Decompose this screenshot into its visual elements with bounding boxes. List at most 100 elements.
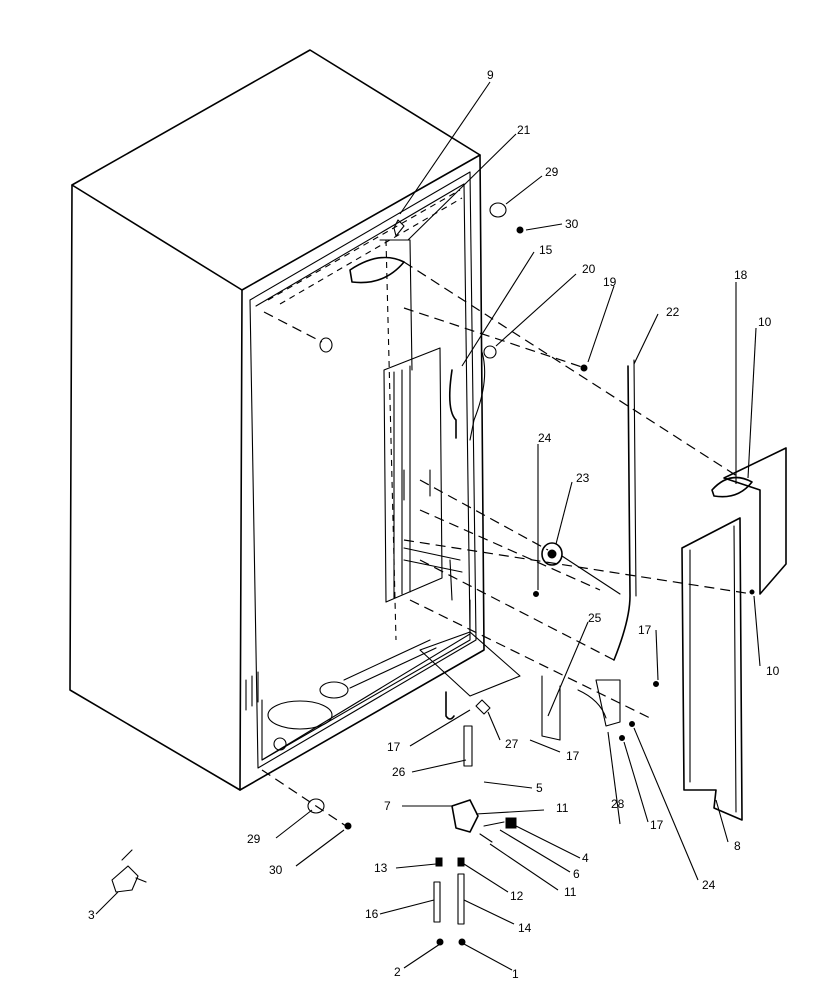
proj-23 [419, 479, 549, 551]
callout-16: 16 [365, 907, 379, 921]
evaporator-assembly [319, 219, 521, 697]
proj-30 [261, 769, 347, 827]
leader-1 [463, 943, 513, 971]
callout-29-upper: 29 [545, 165, 559, 179]
bracket-25 [541, 675, 561, 741]
cover-upper-18 [723, 447, 787, 595]
cabinet [69, 49, 485, 791]
cover-8-flange [689, 525, 737, 813]
drain-trough [349, 256, 405, 284]
callout-labels: 9 21 29 30 15 20 19 22 18 10 24 23 25 17… [88, 68, 780, 981]
bracket-25-arm [577, 689, 607, 719]
leader-17c [623, 741, 649, 823]
leader-29a [505, 175, 543, 205]
screw-17-low [619, 735, 625, 741]
machine-compartment [261, 599, 471, 761]
callout-14: 14 [518, 921, 532, 935]
callout-7: 7 [384, 799, 391, 813]
wire-20 [469, 351, 486, 441]
upper-tube [379, 239, 413, 371]
projection-lines [261, 261, 753, 827]
leader-22 [633, 313, 659, 365]
leader-19 [587, 285, 615, 363]
leader-27 [487, 711, 501, 741]
leader-9 [399, 81, 491, 215]
plug-29-upper [489, 202, 507, 218]
fitting-3 [111, 865, 139, 893]
leader-4 [515, 825, 581, 859]
leader-24b [633, 727, 699, 881]
cabinet-side [69, 184, 243, 791]
heater-tube-15 [448, 369, 457, 439]
drain-fitting [273, 737, 287, 751]
leader-12 [463, 863, 509, 893]
callout-24-lower: 24 [702, 878, 716, 892]
callout-10-lower: 10 [766, 664, 780, 678]
callout-15: 15 [539, 243, 553, 257]
callout-21: 21 [517, 123, 531, 137]
leader-16 [379, 899, 435, 915]
liner-dash [267, 189, 463, 305]
leader-29b [275, 809, 313, 839]
heater-26 [463, 725, 473, 767]
fan-23 [541, 542, 563, 566]
leader-lines [95, 81, 761, 971]
leader-14 [463, 899, 515, 925]
callout-10-upper: 10 [758, 315, 772, 329]
leader-30b [295, 829, 345, 867]
part-9 [393, 219, 405, 237]
callout-1: 1 [512, 967, 519, 981]
fan-hub [547, 549, 557, 559]
callout-4: 4 [582, 851, 589, 865]
screw-30-lower [344, 822, 352, 830]
screw-24-low [629, 721, 635, 727]
plug-29-lower [307, 798, 325, 814]
connector-12 [457, 857, 465, 867]
leader-25 [547, 621, 589, 717]
proj-17 [419, 559, 615, 661]
back-panel-inner-rim [255, 183, 471, 761]
leader-6 [499, 829, 571, 873]
screw-17-right [653, 681, 659, 687]
valve-body [451, 799, 479, 833]
leader-3 [95, 891, 119, 915]
leader-11b [489, 843, 559, 891]
leader-10a [747, 327, 757, 479]
callout-17-low: 17 [650, 818, 664, 832]
connector-13 [435, 857, 443, 867]
callout-25: 25 [588, 611, 602, 625]
drip-tray [419, 631, 521, 697]
cabinet-back-edge [239, 154, 485, 791]
back-panel-outline [249, 171, 477, 769]
callout-17-mid: 17 [566, 749, 580, 763]
leader-30a [525, 223, 563, 231]
valve-part-6 [483, 821, 505, 827]
callout-6: 6 [573, 867, 580, 881]
callout-11-upper: 11 [556, 801, 569, 815]
leader-2 [403, 943, 441, 969]
valve-part-4 [505, 817, 517, 829]
tube-22 [613, 365, 631, 661]
callout-19: 19 [603, 275, 617, 289]
callout-11-lower: 11 [564, 885, 577, 899]
nut-2 [436, 938, 444, 946]
leader-8 [715, 799, 729, 843]
tube-14 [457, 873, 465, 925]
callout-28: 28 [611, 797, 625, 811]
valve-part-11 [479, 833, 493, 843]
compressor-top [319, 681, 349, 699]
leader-10b [753, 595, 761, 667]
callout-2: 2 [394, 965, 401, 979]
leader-23 [555, 481, 573, 545]
fastener-left [319, 337, 333, 353]
proj-19 [403, 307, 586, 369]
part-27 [475, 699, 491, 715]
callout-5: 5 [536, 781, 543, 795]
compressor [267, 700, 333, 730]
fan-wire [561, 555, 621, 595]
callout-30-upper: 30 [565, 217, 579, 231]
proj-upper-cover [403, 261, 741, 479]
leader-11a [475, 809, 545, 815]
proj-24 [409, 599, 651, 719]
